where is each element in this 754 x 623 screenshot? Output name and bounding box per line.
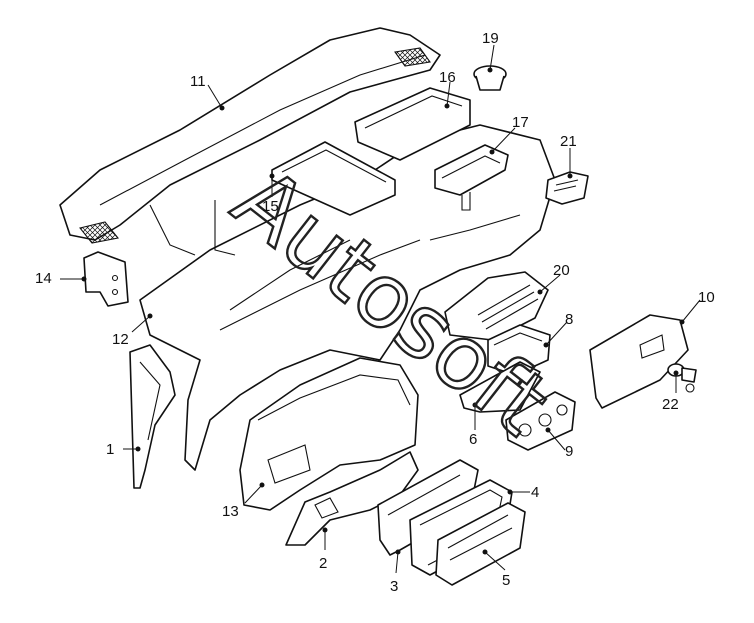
part-8-radio [487, 324, 551, 376]
callout-14: 14 [35, 270, 52, 287]
part-10-glove-box [589, 314, 689, 409]
callout-8: 8 [565, 311, 573, 328]
callout-13: 13 [222, 503, 239, 520]
callout-1: 1 [106, 441, 114, 458]
part-12-dash-body [139, 124, 556, 471]
callout-11: 11 [190, 73, 206, 90]
part-13-cluster-hood [239, 357, 419, 511]
part-5-lens [435, 502, 526, 586]
callout-16: 16 [439, 69, 456, 86]
callout-21: 21 [560, 133, 577, 150]
part-16-top-tray [354, 87, 471, 161]
part-20-cap [473, 65, 507, 91]
callout-15: 15 [262, 198, 279, 215]
callout-labels: 11 16 19 17 21 15 14 12 1 13 2 3 4 5 6 9… [35, 30, 715, 595]
part-2-lower-trim [285, 451, 419, 546]
callout-10: 10 [698, 289, 715, 306]
callout-17: 20 [553, 262, 570, 279]
callout-19: 17 [512, 114, 529, 131]
part-22-lock [667, 363, 697, 393]
callout-4: 4 [531, 484, 539, 501]
part-6-frame [459, 361, 541, 413]
callout-22: 22 [662, 396, 679, 413]
leader-lines [60, 44, 701, 574]
part-9-climate-control [505, 391, 576, 451]
callout-6: 6 [469, 431, 477, 448]
callout-9: 9 [565, 443, 573, 460]
part-14-bracket [83, 251, 129, 307]
part-11-upper-panel [59, 27, 441, 244]
part-1-side-trim [129, 344, 176, 489]
part-17-centre-vent [444, 271, 549, 341]
callout-2: 2 [319, 555, 327, 572]
callout-20: 19 [482, 30, 499, 47]
callout-3: 3 [390, 578, 398, 595]
callout-12: 12 [112, 331, 129, 348]
part-19-module [434, 144, 509, 211]
callout-5: 5 [502, 572, 510, 589]
